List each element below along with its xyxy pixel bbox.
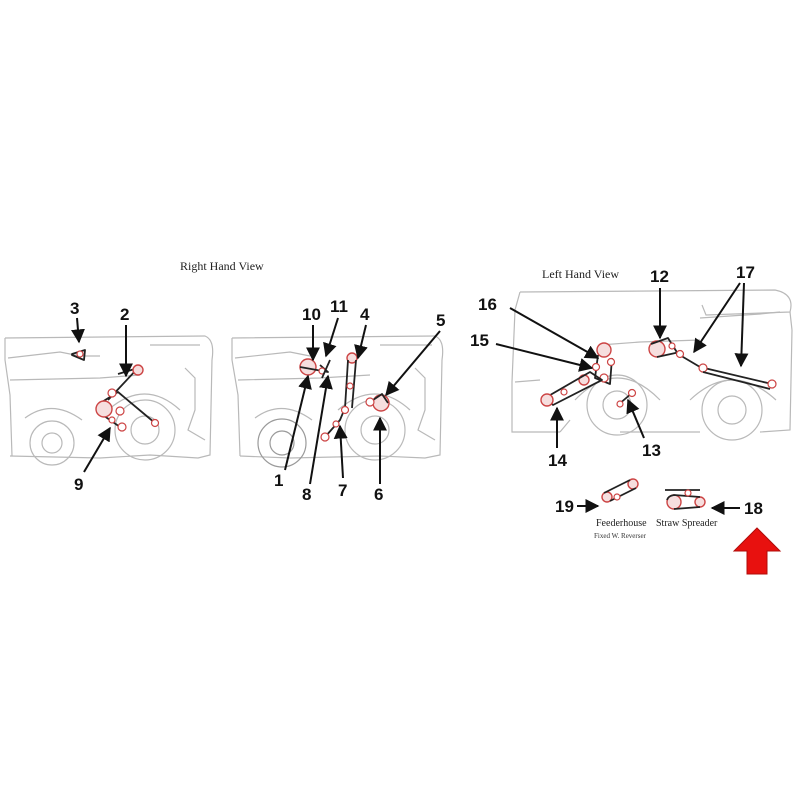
combine-outline-right-1 [4,335,214,466]
feederhouse-subcaption: Fixed W. Reverser [594,532,647,540]
combine-outline-right-2 [231,335,444,468]
callout-5: 5 [385,311,445,397]
svg-text:5: 5 [436,311,445,330]
svg-text:14: 14 [548,451,567,470]
callout-2: 2 [119,305,133,378]
callout-11: 11 [323,297,348,358]
svg-text:17: 17 [736,263,755,282]
red-up-arrow-icon [732,527,782,575]
callout-12: 12 [650,267,669,340]
callout-6: 6 [373,416,387,504]
callout-13: 13 [626,398,661,460]
svg-text:18: 18 [744,499,763,518]
callout-19: 19 [555,497,600,516]
right-hand-view-title: Right Hand View [180,259,264,273]
svg-text:11: 11 [330,297,348,316]
svg-text:16: 16 [478,295,497,314]
callout-17: 17 [693,263,755,368]
svg-text:10: 10 [302,305,321,324]
svg-text:9: 9 [74,475,83,494]
combine-outline-left [511,289,793,441]
callout-7: 7 [333,424,348,500]
svg-text:19: 19 [555,497,574,516]
svg-text:4: 4 [360,305,370,324]
callout-10: 10 [302,305,321,362]
svg-text:1: 1 [274,471,283,490]
svg-text:7: 7 [338,481,347,500]
svg-text:13: 13 [642,441,661,460]
svg-text:2: 2 [120,305,129,324]
belt-system-right-2 [299,352,390,442]
callout-1: 1 [274,374,312,490]
belt-system-left [540,337,777,408]
svg-text:3: 3 [70,299,79,318]
svg-text:12: 12 [650,267,669,286]
feederhouse-caption: Feederhouse [596,518,647,529]
straw-spreader-belt: Straw Spreader [656,489,718,529]
feederhouse-belt: Feederhouse Fixed W. Reverser [594,478,647,540]
callout-14: 14 [548,406,567,470]
svg-text:6: 6 [374,485,383,504]
callout-3: 3 [70,299,85,344]
callout-9: 9 [74,426,111,494]
svg-text:8: 8 [302,485,311,504]
left-hand-view-title: Left Hand View [542,267,619,281]
svg-text:15: 15 [470,331,489,350]
callout-8: 8 [302,374,333,504]
straw-spreader-caption: Straw Spreader [656,518,718,529]
callout-18: 18 [710,499,763,518]
belt-system-right-1 [71,349,160,432]
callout-4: 4 [354,305,370,360]
callout-16: 16 [478,295,600,359]
callout-15: 15 [470,331,594,372]
